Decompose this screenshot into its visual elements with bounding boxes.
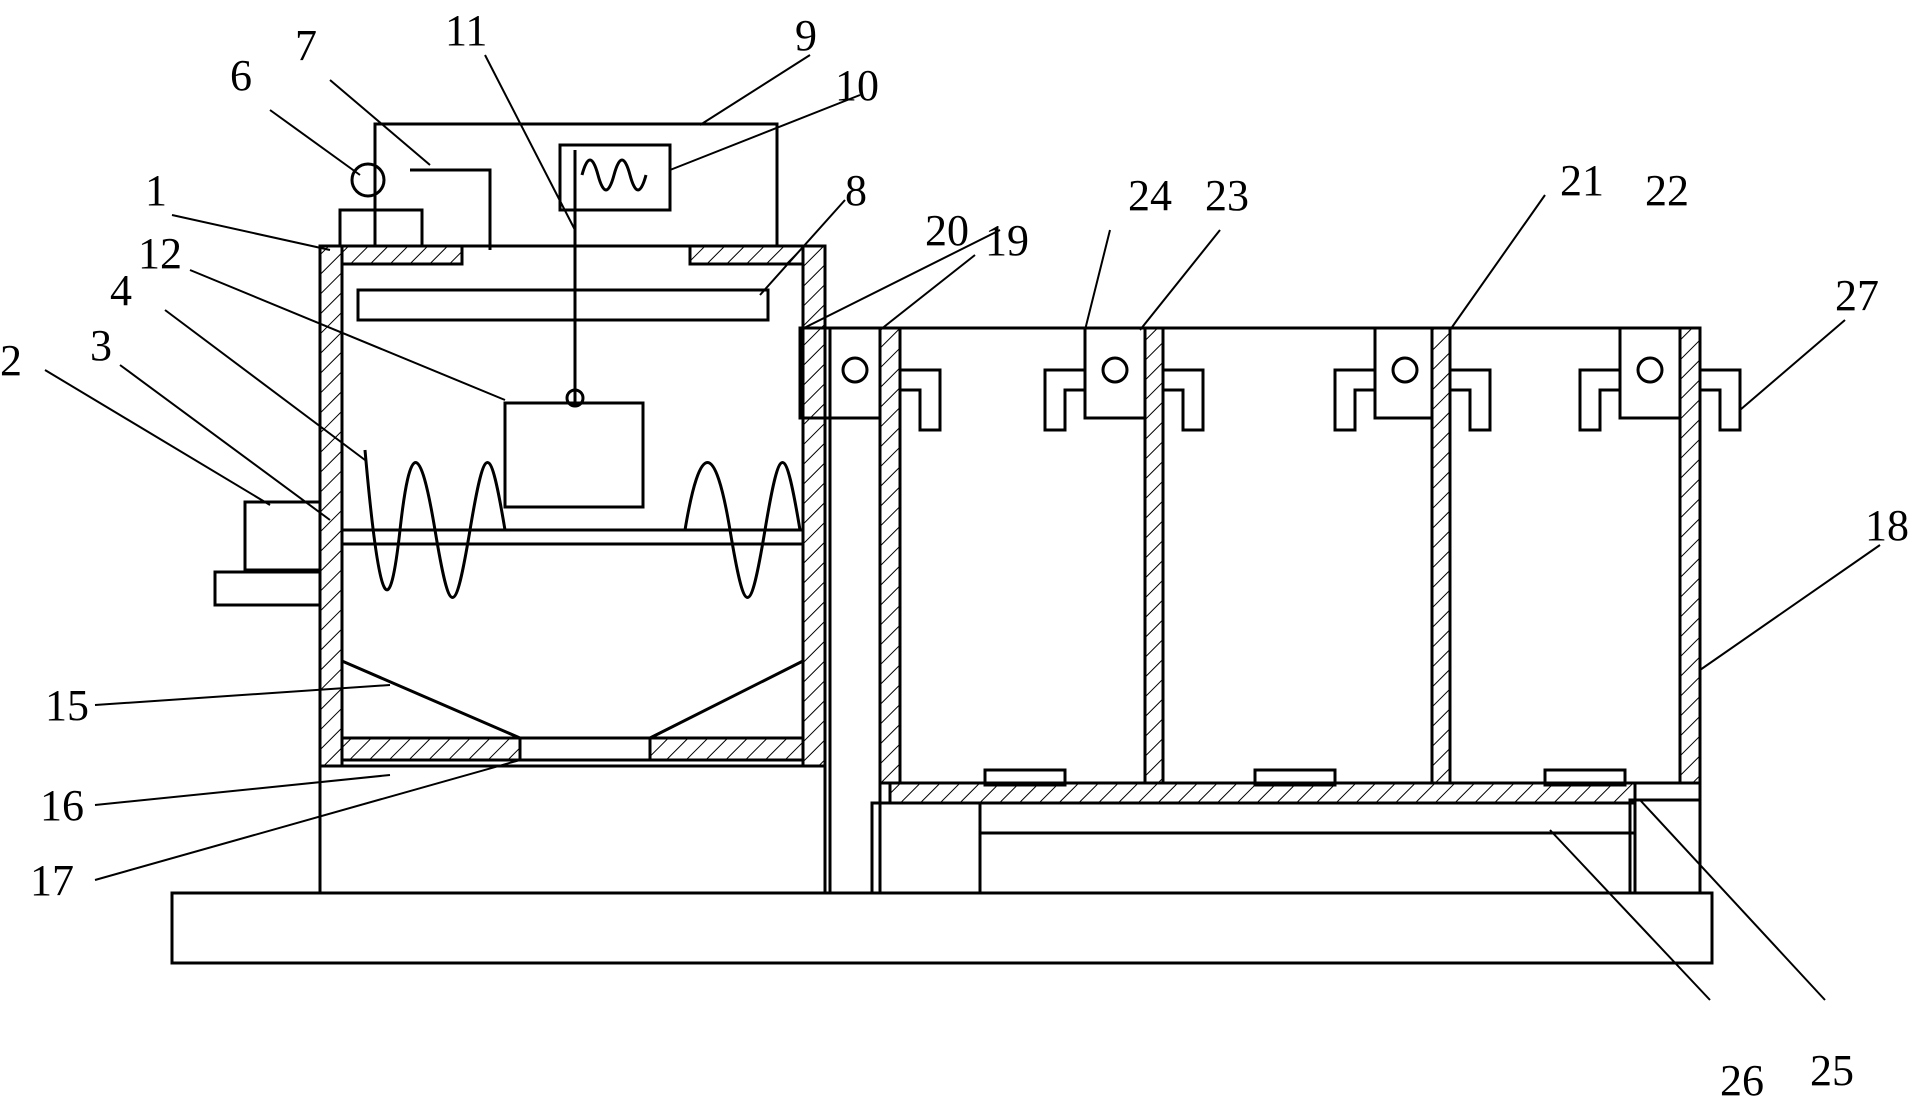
bin-clamps [798, 326, 1742, 432]
label-11: 11 [445, 6, 487, 55]
part-labels: 1 2 3 4 6 7 8 9 10 11 12 15 16 17 18 19 … [0, 6, 1909, 1105]
storage-bins [828, 326, 1702, 895]
label-21: 21 [1560, 156, 1604, 205]
label-15: 15 [45, 681, 89, 730]
pump [350, 162, 386, 198]
label-4: 4 [110, 266, 132, 315]
label-25: 25 [1810, 1046, 1854, 1095]
mixing-shaft [213, 449, 805, 607]
leader-lines [44, 54, 1881, 1001]
label-3: 3 [90, 321, 112, 370]
spiral-blade-right [683, 461, 802, 599]
funnel-plate-right [649, 659, 804, 740]
label-23: 23 [1205, 171, 1249, 220]
spring-housing [558, 143, 672, 212]
label-12: 12 [138, 229, 182, 278]
label-1: 1 [145, 166, 167, 215]
label-7: 7 [295, 21, 317, 70]
label-27: 27 [1835, 271, 1879, 320]
discharge-opening [518, 736, 652, 762]
funnel-plate-left [341, 659, 521, 740]
spray-pipe [356, 288, 770, 322]
label-8: 8 [845, 166, 867, 215]
top-frame [338, 122, 779, 250]
label-10: 10 [835, 61, 879, 110]
mixing-box [318, 244, 827, 895]
base-plate [170, 891, 1714, 965]
label-18: 18 [1865, 501, 1909, 550]
weighing-box [503, 401, 645, 509]
spiral-blade-left [363, 449, 507, 599]
label-6: 6 [230, 51, 252, 100]
label-9: 9 [795, 11, 817, 60]
label-19: 19 [985, 216, 1029, 265]
label-24: 24 [1128, 171, 1172, 220]
label-2: 2 [0, 336, 22, 385]
label-22: 22 [1645, 166, 1689, 215]
label-20: 20 [925, 206, 969, 255]
slide-rail [978, 801, 1637, 835]
label-16: 16 [40, 781, 84, 830]
label-17: 17 [30, 856, 74, 905]
motor [243, 500, 322, 572]
label-26: 26 [1720, 1056, 1764, 1105]
